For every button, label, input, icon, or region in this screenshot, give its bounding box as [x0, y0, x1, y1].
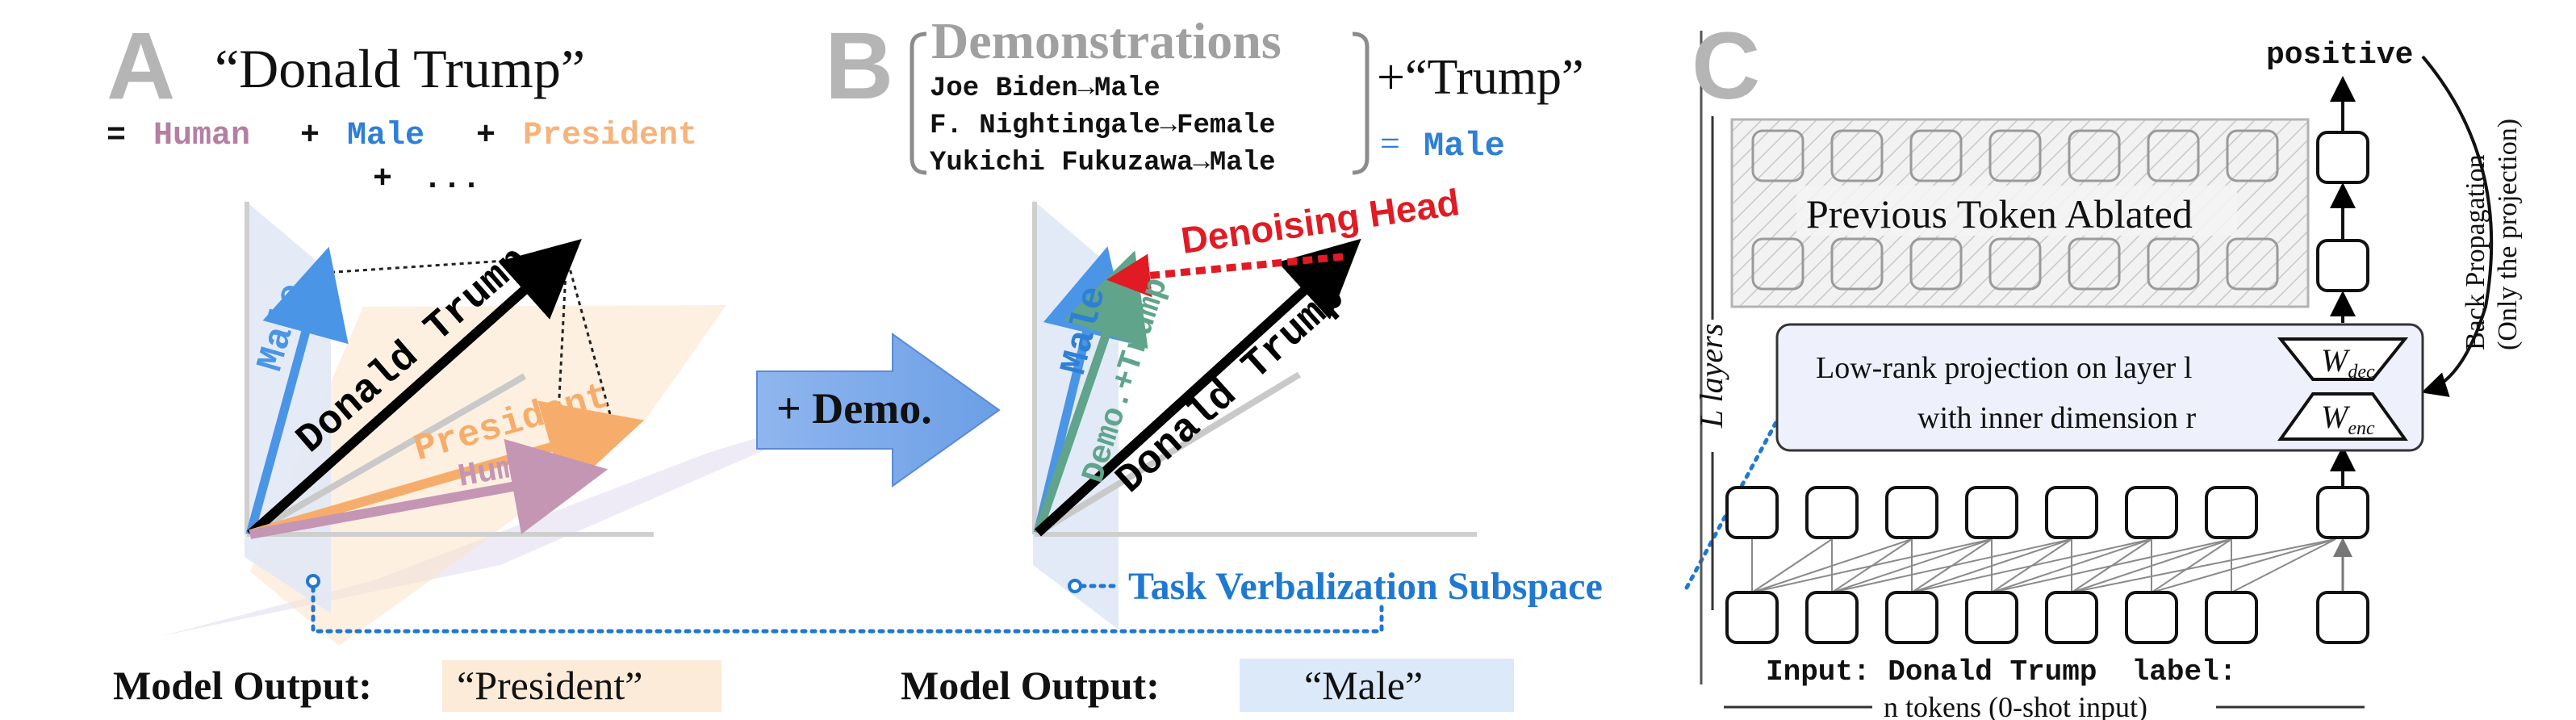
ablated-label: Previous Token Ablated [1806, 191, 2193, 237]
plane-orange [250, 305, 726, 646]
eq-sign: = [107, 118, 126, 154]
output-value-a: “President” [457, 663, 642, 708]
ablated-node-grid [1751, 129, 2279, 291]
ablated-label-backdrop [1796, 186, 2237, 236]
demo-example-2: F. Nightingale→Female [930, 111, 1275, 141]
panel-a-letter: A [107, 13, 175, 119]
vector-trump-b [1034, 238, 1361, 537]
denoising-label: Denoising Head [1178, 181, 1462, 262]
layers-label: L layers [1693, 324, 1729, 429]
panel-c-letter: C [1692, 13, 1760, 119]
input-text: Input: Donald Trump label: [1766, 655, 2236, 689]
output-node-1 [2316, 131, 2369, 184]
projection-line-1: Low-rank projection on layer l [1816, 351, 2192, 385]
demo-bracket-right [1352, 31, 1370, 175]
eq-sign-b: = [1380, 123, 1400, 163]
projection-box [1775, 323, 2424, 452]
hidden-token-row [1725, 486, 2369, 539]
vector-human-a [249, 438, 608, 539]
gray-shadow-b [1035, 371, 1302, 536]
w-enc-block [2277, 392, 2408, 441]
subspace-connector [311, 585, 1384, 634]
eq-male: Male [347, 118, 424, 154]
denoising-arrow [1106, 253, 1344, 298]
panel-a-equation: = Human + Male + President + ... [107, 118, 697, 198]
output-box-b [1240, 659, 1514, 712]
output-node-2 [2316, 239, 2369, 292]
output-label-b: Model Output: [901, 663, 1160, 708]
output-token: positive [2266, 38, 2413, 73]
demo-example-1: Joe Biden→Male [930, 73, 1160, 104]
subspace-label: Task Verbalization Subspace [1128, 565, 1603, 608]
vector-trump-a [247, 239, 582, 538]
output-label-a: Model Output: [113, 663, 372, 708]
eq-male-b: Male [1424, 127, 1505, 165]
output-value-b: “Male” [1304, 663, 1423, 708]
backprop-arrow [2421, 55, 2494, 397]
vector-demo-b [1033, 250, 1148, 534]
subspace-dot-b [1068, 579, 1082, 593]
plane-lavender [161, 404, 872, 636]
demo-bracket-left [910, 31, 927, 175]
eq-president: President [523, 118, 697, 154]
demo-arrow [756, 333, 1001, 488]
panel-a-quote: “Donald Trump” [215, 38, 585, 99]
demo-title: Demonstrations [931, 12, 1282, 69]
subspace-to-projection [1684, 388, 1796, 590]
tokens-label: n tokens (0-shot input) [1884, 691, 2147, 720]
subspace-dot-a [306, 574, 320, 588]
backprop-label-1: Back Propagation [2461, 154, 2490, 350]
eq-ellipsis: ... [423, 161, 481, 198]
projection-line-2: with inner dimension r [1917, 401, 2196, 435]
attention-lines [1751, 538, 2336, 593]
w-dec-label: Wdec [2321, 342, 2375, 383]
eq-human: Human [153, 118, 250, 154]
vector-male-a [245, 246, 349, 536]
input-token-row [1725, 591, 2369, 644]
output-box-a [442, 660, 721, 712]
w-enc-label: Wenc [2321, 399, 2375, 439]
demo-arrow-label: + Demo. [776, 384, 932, 433]
eq-plus-3: + [373, 161, 392, 198]
backprop-label-2: (Only the projection) [2493, 119, 2523, 350]
gray-shadow-a [249, 373, 526, 538]
w-dec-block [2277, 337, 2409, 381]
demo-example-3: Yukichi Fukuzawa→Male [930, 148, 1275, 178]
eq-plus-1: + [300, 118, 320, 154]
panel-b-letter: B [825, 13, 893, 119]
eq-plus-2: + [476, 118, 496, 154]
plus-trump: +“Trump” [1377, 50, 1584, 105]
